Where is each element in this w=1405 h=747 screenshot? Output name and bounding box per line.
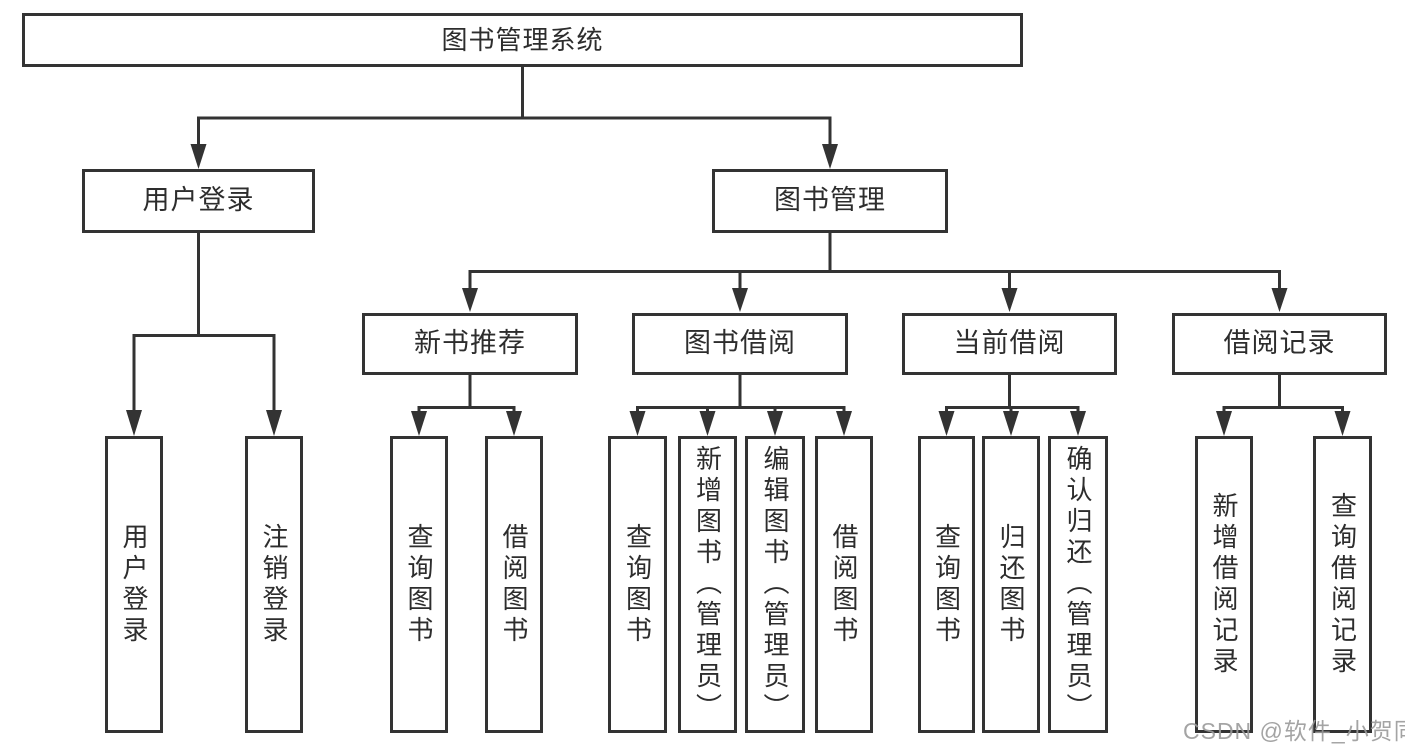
node-book-borrowing: 图书借阅: [632, 313, 848, 375]
leaf-borrow-books-borrowing: 借阅图书: [815, 436, 873, 733]
branch-root: [190, 64, 838, 169]
leaf-query-borrow-record: 查询借阅记录: [1313, 436, 1372, 733]
node-current-borrowing: 当前借阅: [902, 313, 1117, 375]
branch-user-login: [126, 230, 282, 436]
leaf-add-borrow-record: 新增借阅记录: [1195, 436, 1253, 733]
leaf-add-books-admin: 新增图书（管理员）: [678, 436, 737, 733]
leaf-logout: 注销登录: [245, 436, 303, 733]
branch-new-book-recommendation: [411, 374, 522, 436]
leaf-query-books-recommend: 查询图书: [390, 436, 448, 733]
leaf-user-login: 用户登录: [105, 436, 163, 733]
node-new-book-recommendation-label: 新书推荐: [414, 328, 526, 359]
node-borrowing-records: 借阅记录: [1172, 313, 1387, 375]
leaf-confirm-return-admin: 确认归还（管理员）: [1048, 436, 1108, 733]
node-book-management: 图书管理: [712, 169, 948, 233]
node-borrowing-records-label: 借阅记录: [1223, 328, 1336, 359]
node-library-system: 图书管理系统: [22, 13, 1023, 67]
node-new-book-recommendation: 新书推荐: [362, 313, 578, 375]
node-book-management-label: 图书管理: [774, 185, 886, 216]
leaf-edit-books-admin: 编辑图书（管理员）: [745, 436, 805, 733]
node-current-borrowing-label: 当前借阅: [953, 328, 1066, 359]
leaf-query-books-borrowing: 查询图书: [608, 436, 667, 733]
node-user-login-label: 用户登录: [142, 185, 255, 216]
leaf-query-books-current: 查询图书: [918, 436, 975, 733]
branch-borrowing-records: [1216, 374, 1351, 436]
node-library-system-label: 图书管理系统: [441, 24, 604, 55]
branch-current-borrowing: [938, 374, 1086, 436]
branch-book-borrowing: [629, 374, 852, 436]
branch-book-management: [462, 230, 1288, 312]
node-book-borrowing-label: 图书借阅: [684, 328, 796, 359]
watermark: CSDN @软件_小贺同学: [1183, 718, 1405, 744]
node-user-login: 用户登录: [82, 169, 315, 233]
leaf-return-books: 归还图书: [982, 436, 1040, 733]
leaf-borrow-books-recommend: 借阅图书: [485, 436, 543, 733]
